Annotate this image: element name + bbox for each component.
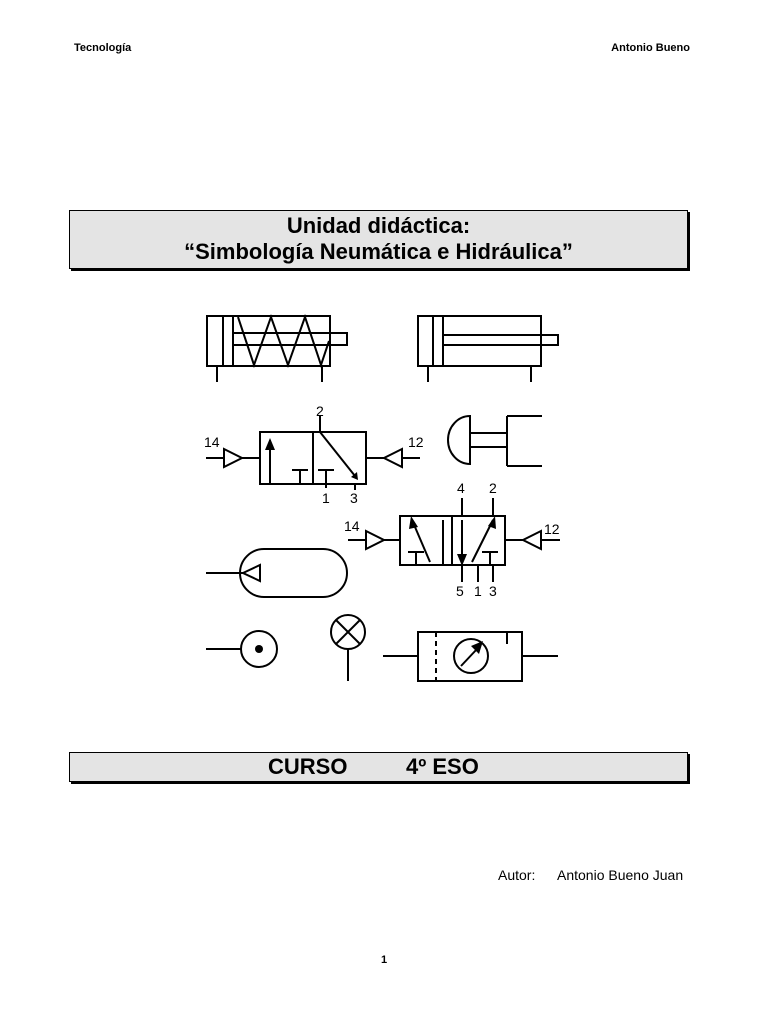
- indicator-lamp-symbol: [330, 614, 366, 681]
- header-subject: Tecnología: [74, 42, 132, 54]
- push-button-symbol: [447, 414, 542, 467]
- valve-5-2-port-5-label: 5: [456, 583, 464, 599]
- course-label: CURSO: [268, 754, 348, 779]
- pressure-source-symbol: [206, 630, 278, 668]
- title-line-2: “Simbología Neumática e Hidráulica”: [184, 239, 573, 264]
- author-label: Autor:: [498, 867, 536, 883]
- valve-3-2-port-14-label: 14: [204, 434, 220, 450]
- page-number: 1: [380, 954, 388, 966]
- valve-3-2-port-1-label: 1: [322, 490, 330, 506]
- title-line-1: Unidad didáctica:: [286, 213, 471, 238]
- valve-3-2-port-3-label: 3: [350, 490, 358, 506]
- title-box: Unidad didáctica: “Simbología Neumática …: [69, 210, 688, 269]
- valve-5-2-port-2-label: 2: [489, 480, 497, 496]
- reservoir-symbol: [206, 548, 348, 598]
- course-value: 4º ESO: [406, 754, 479, 779]
- valve-3-2-port-2-label: 2: [316, 403, 324, 419]
- valve-5-2-port-4-label: 4: [457, 480, 465, 496]
- valve-5-2-port-3-label: 3: [489, 583, 497, 599]
- flow-meter-symbol: [383, 631, 558, 682]
- valve-3-2-port-12-label: 12: [408, 434, 424, 450]
- single-acting-cylinder-symbol: [206, 313, 348, 382]
- valve-5-2-port-14-label: 14: [344, 518, 360, 534]
- author-name: Antonio Bueno Juan: [557, 867, 684, 883]
- valve-5-2-symbol: [348, 498, 560, 582]
- header-author: Antonio Bueno: [611, 42, 690, 54]
- valve-3-2-symbol: [206, 416, 420, 490]
- valve-5-2-port-12-label: 12: [544, 521, 560, 537]
- double-acting-cylinder-symbol: [417, 315, 559, 382]
- valve-5-2-port-1-label: 1: [474, 583, 482, 599]
- course-box: CURSO 4º ESO: [69, 752, 688, 782]
